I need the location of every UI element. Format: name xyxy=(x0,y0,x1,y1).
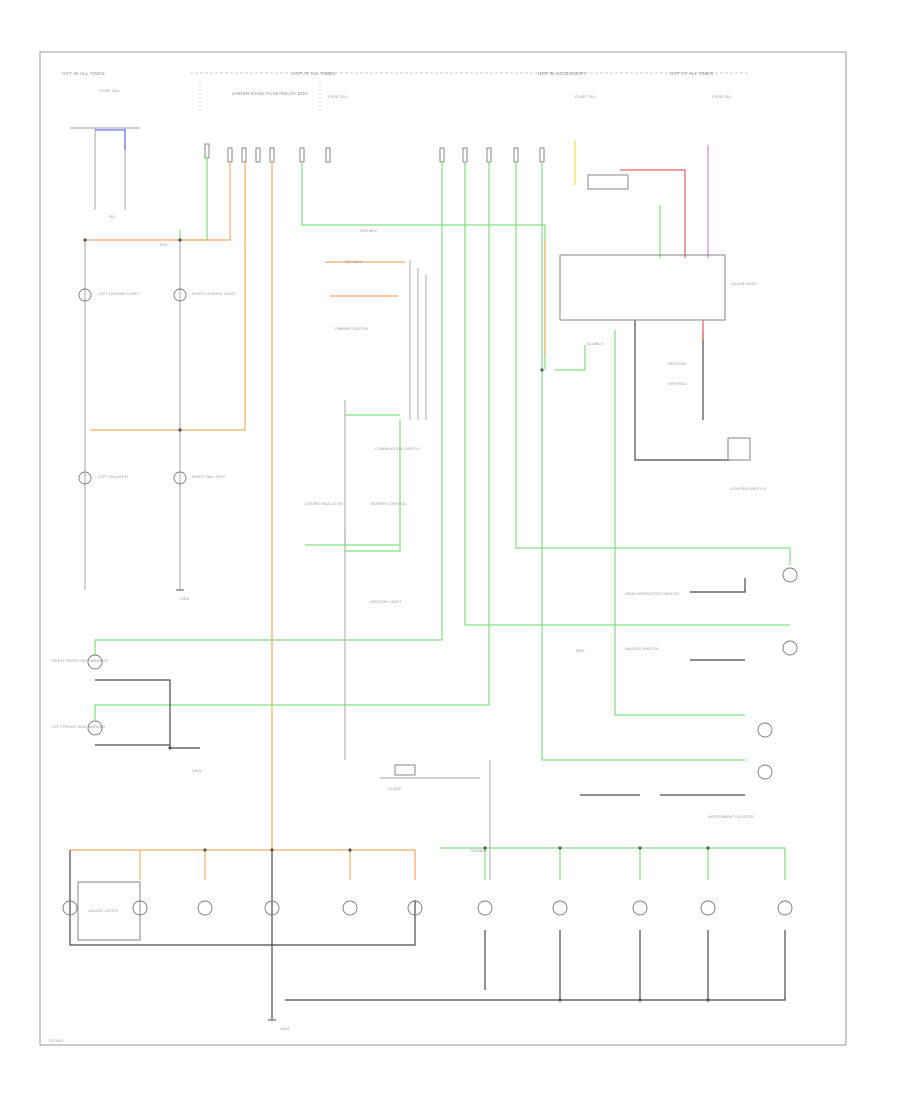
dimmer-switch-label: DIMMER SWITCH xyxy=(335,326,368,331)
bulb-left-front-marker: LEFT FRONT SIDE MARKER xyxy=(52,720,105,736)
light-switch-connector xyxy=(727,437,751,461)
heater-control-label: HEATER CONTROL xyxy=(370,501,407,506)
clock-label: CLOCK xyxy=(388,786,402,791)
bulb-cluster-2 xyxy=(757,764,773,780)
wire-label-yel: YEL xyxy=(108,214,116,219)
light-switch-label: LIGHTING SWITCH xyxy=(730,486,766,491)
orange-wires xyxy=(70,162,546,880)
wire-label-blu-blk: BLU/BLK xyxy=(587,341,604,346)
left-tail-label: LEFT TAILLIGHT xyxy=(98,474,129,479)
clock-connector xyxy=(394,764,416,776)
wire-label-blk: BLK xyxy=(160,242,168,247)
wire-label-red-blk: RED/BLK xyxy=(360,228,377,233)
ground-mid-label: G501 xyxy=(192,768,203,773)
junction-dots xyxy=(83,238,710,1002)
bulb-right-license: RIGHT LICENSE LIGHT xyxy=(173,288,236,302)
footer-id: TS 0001 xyxy=(48,1038,64,1043)
right-tail-label: RIGHT TAILLIGHT xyxy=(192,474,226,479)
diagram-border xyxy=(39,51,847,1046)
wire-label-wht-red: WHT/RED xyxy=(668,381,687,386)
label-hot-all-times-mid: HOT AT ALL TIMES xyxy=(292,71,336,76)
instrument-cluster-label: INSTRUMENT CLUSTER xyxy=(708,814,754,819)
fuse-label-c: FUSE 7.5A xyxy=(575,94,595,99)
bulb-left-tail: LEFT TAILLIGHT xyxy=(78,471,129,485)
hazard-switch-label: HAZARD SWITCH xyxy=(625,646,658,651)
gray-wires xyxy=(69,127,786,1020)
left-front-marker-label: LEFT FRONT SIDE MARKER xyxy=(52,724,105,729)
left-license-label: LEFT LICENSE LIGHT xyxy=(98,291,139,296)
bulb-cluster-1 xyxy=(757,722,773,738)
ashtray-light-label: ASHTRAY LIGHT xyxy=(370,599,402,604)
relay-box-label: UNDER-DASH FUSE/RELAY BOX xyxy=(232,91,308,96)
right-license-label: RIGHT LICENSE LIGHT xyxy=(192,291,236,296)
top-connectors xyxy=(204,143,545,163)
label-hot-all-times-right: HOT AT ALL TIMES xyxy=(670,71,714,76)
wire-label-red-grn: RED/GRN xyxy=(668,361,687,366)
combo-switch-label: COMBINATION SWITCH xyxy=(375,446,420,451)
fuse-label-a: FUSE 20A xyxy=(100,88,119,93)
colored-short-wires xyxy=(95,129,709,340)
fuse-label-b: FUSE 10A xyxy=(328,94,347,99)
fuse-label-d: FUSE 15A xyxy=(712,94,731,99)
label-hot-acc-start: HOT IN ACCESSORY xyxy=(538,71,586,76)
rear-defrost-label: REAR DEFROSTER SWITCH xyxy=(625,591,679,596)
gauge-assy-box xyxy=(559,254,726,321)
ground-bottom-label: G401 xyxy=(280,1026,291,1031)
gauge-assy-label: GAUGE ASSY xyxy=(731,281,757,286)
cruise-indicator-label: CRUISE INDICATOR xyxy=(305,501,343,506)
bulb-right-front-marker: RIGHT FRONT SIDE MARKER xyxy=(52,654,108,670)
label-hot-all-times-left: HOT IN ALL TIMES xyxy=(62,71,105,76)
wire-label-red: RED xyxy=(576,648,585,653)
gauge-group-box xyxy=(77,881,141,941)
right-front-marker-label: RIGHT FRONT SIDE MARKER xyxy=(52,658,108,663)
gauge-lights-label: GAUGE LIGHTS xyxy=(88,908,118,913)
wire-label-grn-blk: GRN/BLK xyxy=(470,848,488,853)
wire-label-gry-blu: GRY/BLU xyxy=(345,259,363,264)
bulb-left-license: LEFT LICENSE LIGHT xyxy=(78,288,139,302)
bulb-right-tail: RIGHT TAILLIGHT xyxy=(173,471,226,485)
bulb-right-side-1 xyxy=(782,567,798,583)
gauge-lights-row xyxy=(62,900,793,916)
fuse-block-right xyxy=(587,174,629,190)
bulb-right-side-2 xyxy=(782,640,798,656)
ground-left-label: G401 xyxy=(180,596,191,601)
